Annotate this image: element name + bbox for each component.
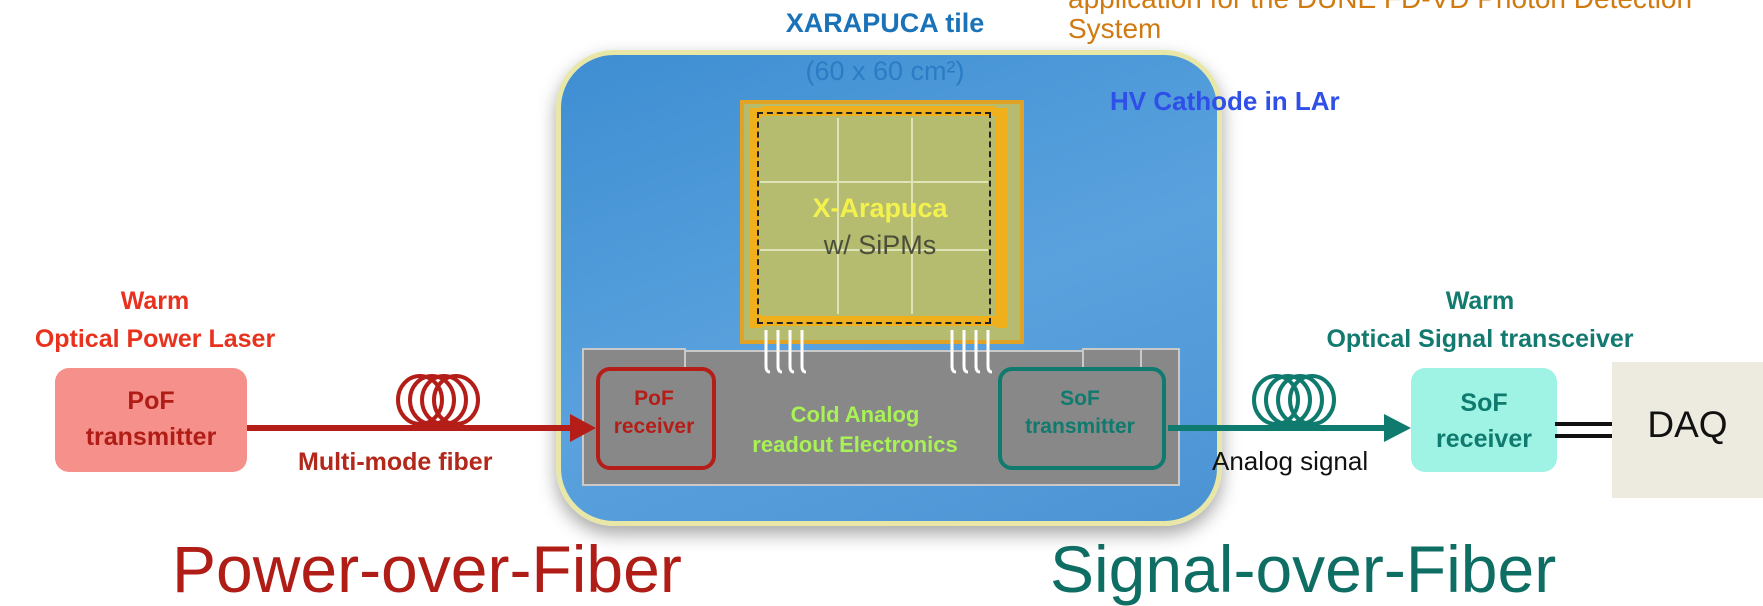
pof-receiver-line2: receiver (613, 415, 695, 438)
top-note-line2: System (1068, 13, 1162, 44)
sof-receiver-line1: SoF (1460, 389, 1508, 417)
analog-signal-label: Analog signal (1212, 446, 1369, 476)
sof-transmitter-line2: transmitter (1025, 415, 1135, 438)
xarapuca-frame-bottom (762, 316, 996, 326)
xarapuca-dashed-outline (757, 112, 991, 324)
xarapuca-frame-left (750, 108, 762, 328)
sof-transmitter-label: SoF transmitter (1000, 385, 1160, 441)
xarapuca-label: X-Arapuca (812, 193, 948, 223)
electronics-label: Cold Analog readout Electronics (720, 400, 990, 460)
sof-transmitter-line1: SoF (1060, 387, 1100, 410)
electronics-label-line1: Cold Analog (790, 402, 920, 427)
pof-receiver-label: PoF receiver (598, 385, 710, 441)
power-fiber-coil-icon (396, 374, 480, 426)
warm-transceiver-line1: Warm (1445, 287, 1515, 315)
sof-receiver-label: SoF receiver (1411, 385, 1557, 457)
pof-receiver-box (596, 367, 716, 470)
xarapuca-sub-label: w/ SiPMs (823, 230, 937, 260)
cathode-label: HV Cathode in LAr (1110, 86, 1340, 116)
electronics-label-line2: readout Electronics (752, 432, 958, 457)
tile-size: (60 x 60 cm²) (805, 56, 965, 86)
sipm-connector-pins-right (950, 330, 993, 374)
top-note-line1: application for the DUNE FD-VD Photon De… (1068, 0, 1692, 14)
xarapuca-frame-top (762, 106, 996, 116)
daq-label: DAQ (1647, 404, 1728, 445)
board-tab (1140, 348, 1180, 370)
sof-receiver-line2: receiver (1436, 425, 1532, 453)
warm-laser-line1: Warm (120, 287, 190, 315)
power-fiber-arrowhead (570, 414, 596, 442)
multimode-fiber-label: Multi-mode fiber (298, 448, 493, 476)
pof-transmitter-line2: transmitter (85, 423, 217, 451)
signal-fiber-coil-icon (1252, 374, 1336, 426)
sof-receiver-box (1411, 368, 1557, 472)
pof-receiver-line1: PoF (634, 387, 674, 410)
warm-laser-label: Warm Optical Power Laser (0, 282, 310, 358)
board-tab (582, 348, 686, 370)
pof-transmitter-box (55, 368, 247, 472)
xarapuca-frame-right (996, 108, 1008, 328)
sof-transmitter-box (998, 367, 1166, 470)
top-note: application for the DUNE FD-VD Photon De… (1068, 0, 1692, 44)
xarapuca-grid (760, 118, 988, 314)
warm-transceiver-line2: Optical Signal transceiver (1326, 325, 1634, 353)
power-over-fiber-title: Power-over-Fiber (172, 532, 682, 606)
sipm-connector-pins-left (764, 330, 807, 374)
daq-box (1612, 362, 1763, 498)
signal-fiber-arrowhead (1384, 414, 1411, 442)
pof-transmitter-label: PoF transmitter (55, 383, 247, 455)
tile-title: XARAPUCA tile (785, 8, 985, 38)
signal-over-fiber-title: Signal-over-Fiber (1050, 532, 1557, 606)
pof-transmitter-line1: PoF (127, 387, 175, 415)
warm-transceiver-label: Warm Optical Signal transceiver (1290, 282, 1670, 358)
warm-laser-line2: Optical Power Laser (34, 325, 276, 353)
